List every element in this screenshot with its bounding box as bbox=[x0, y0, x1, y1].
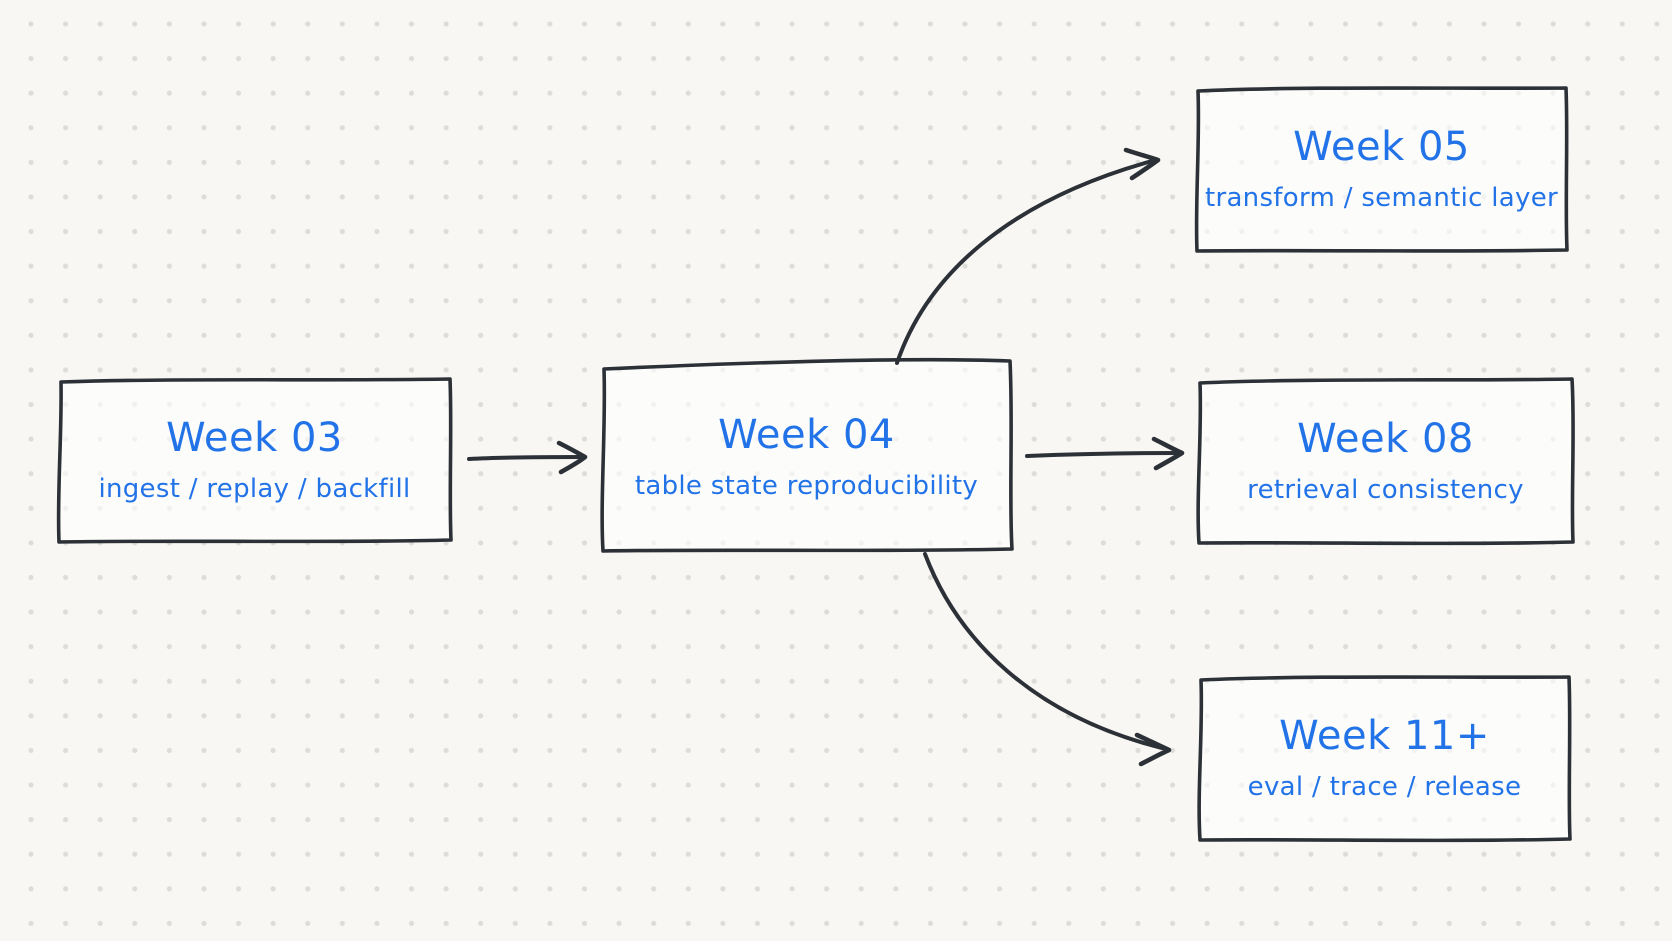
node-week11plus-title: Week 11+ bbox=[1279, 712, 1490, 759]
edge-week03-week04-line[interactable] bbox=[467, 455, 586, 461]
node-week08-outline[interactable] bbox=[1196, 377, 1575, 546]
edge-week04-week05-arrowhead-icon bbox=[1123, 147, 1161, 181]
node-week03-title: Week 03 bbox=[166, 414, 343, 461]
node-week05[interactable]: Week 05 transform / semantic layer bbox=[1195, 86, 1568, 252]
edge-week04-week08-line[interactable] bbox=[1025, 451, 1181, 458]
node-week11plus[interactable]: Week 11+ eval / trace / release bbox=[1198, 675, 1571, 841]
node-week03-outline[interactable] bbox=[56, 377, 453, 544]
edge-week04-week11plus-arrowhead-icon bbox=[1134, 732, 1172, 767]
edge-week04-week08[interactable] bbox=[1025, 436, 1185, 471]
node-week11plus-outline[interactable] bbox=[1197, 675, 1572, 843]
node-week08[interactable]: Week 08 retrieval consistency bbox=[1197, 378, 1574, 544]
node-week11plus-subtitle: eval / trace / release bbox=[1247, 771, 1522, 802]
edge-week04-week11plus-line[interactable] bbox=[923, 552, 1164, 750]
node-week08-title: Week 08 bbox=[1297, 415, 1474, 462]
edge-week04-week11plus[interactable] bbox=[923, 552, 1172, 767]
node-week04-title: Week 04 bbox=[718, 411, 895, 458]
edge-week04-week05-line[interactable] bbox=[895, 159, 1154, 365]
node-week05-subtitle: transform / semantic layer bbox=[1204, 182, 1559, 213]
node-week05-title: Week 05 bbox=[1293, 123, 1470, 170]
node-week04-outline[interactable] bbox=[600, 357, 1014, 553]
edge-week04-week08-arrowhead-icon bbox=[1151, 436, 1185, 471]
edge-week03-week04[interactable] bbox=[467, 440, 588, 475]
node-week03[interactable]: Week 03 ingest / replay / backfill bbox=[57, 378, 452, 542]
node-week05-outline[interactable] bbox=[1194, 86, 1569, 253]
node-week04-subtitle: table state reproducibility bbox=[634, 470, 979, 501]
edge-week03-week04-arrowhead-icon bbox=[556, 440, 588, 475]
edge-week04-week05[interactable] bbox=[895, 147, 1161, 365]
node-week04[interactable]: Week 04 table state reproducibility bbox=[600, 363, 1013, 551]
node-week03-subtitle: ingest / replay / backfill bbox=[98, 473, 411, 504]
node-week08-subtitle: retrieval consistency bbox=[1247, 474, 1524, 505]
